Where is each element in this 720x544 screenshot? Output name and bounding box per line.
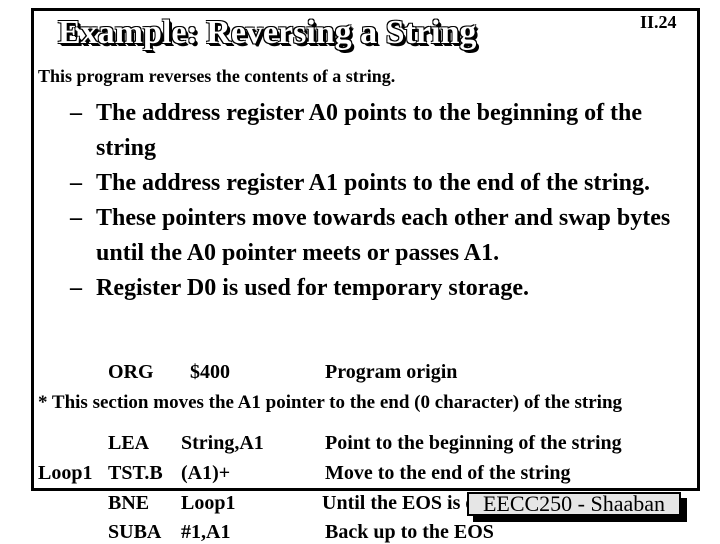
code-arg: String,A1 [181,432,264,454]
code-op: BNE [108,492,150,514]
section-comment: * This section moves the A1 pointer to t… [38,392,623,413]
slide-number: II.24 [640,12,677,32]
code-comment: Point to the beginning of the string [325,432,622,454]
bullet-dash: – [70,205,82,231]
code-comment: Program origin [325,361,458,383]
code-op: SUBA [108,521,162,543]
bullet-dash: – [70,170,82,196]
code-arg: $400 [190,361,230,383]
code-arg: (A1)+ [181,462,231,484]
code-arg: #1,A1 [181,521,231,543]
bullet-dash: – [70,100,82,126]
intro-text: This program reverses the contents of a … [38,66,396,86]
code-comment: Move to the end of the string [325,462,571,484]
bullet-text: These pointers move towards each other a… [96,205,671,266]
bullet-text: The address register A0 points to the be… [96,100,643,161]
bullet-text: Register D0 is used for temporary storag… [96,275,530,301]
bullet-text: The address register A1 points to the en… [96,170,651,196]
code-op: LEA [108,432,150,454]
bullet-item: – Register D0 is used for temporary stor… [70,271,690,306]
bullet-item: – These pointers move towards each other… [70,201,690,271]
bullet-item: – The address register A0 points to the … [70,96,690,166]
code-arg: Loop1 [181,492,236,514]
bullet-item: – The address register A1 points to the … [70,166,690,201]
code-comment: Back up to the EOS [325,521,494,543]
code-op: TST.B [108,462,163,484]
code-op: ORG [108,361,154,383]
slide-title: Example: Reversing a String [58,14,477,51]
bullet-dash: – [70,275,82,301]
code-label: Loop1 [38,462,93,484]
footer-text: EECC250 - Shaaban [467,492,681,516]
slide-frame [31,8,700,491]
footer-badge: EECC250 - Shaaban [467,492,687,522]
bullet-list: – The address register A0 points to the … [70,96,690,306]
